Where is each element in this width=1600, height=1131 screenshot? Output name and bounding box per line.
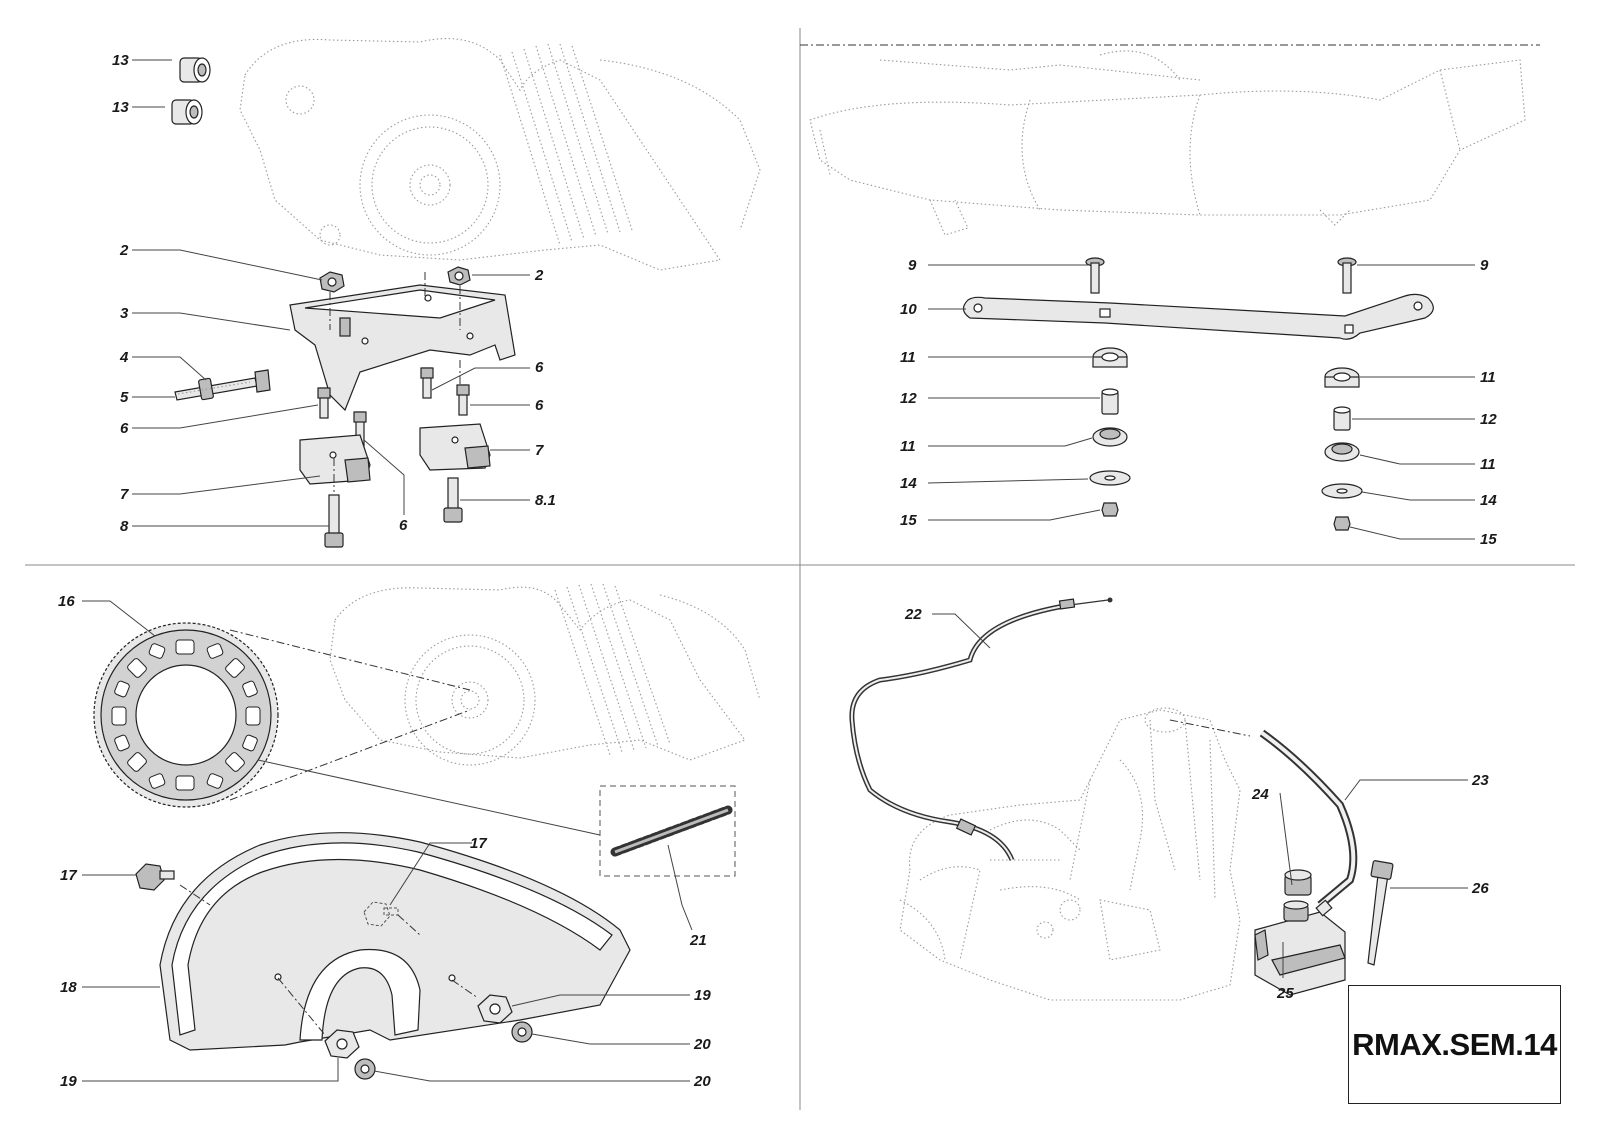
rear-sprocket-16 <box>93 622 279 808</box>
bolt-9-left <box>1085 257 1105 294</box>
plate-7-left <box>299 434 371 485</box>
callout-23: 23 <box>1471 772 1489 789</box>
callout-3: 3 <box>120 305 129 322</box>
callout-13-upper: 13 <box>112 52 129 69</box>
leaders-top-right <box>927 264 1475 540</box>
nut-20-right <box>511 1021 533 1043</box>
callout-11-c: 11 <box>900 438 916 455</box>
chain-guard-18 <box>159 832 631 1051</box>
callout-12-right: 12 <box>1480 411 1497 428</box>
callout-6-c: 6 <box>535 397 544 414</box>
drawing-code-box: RMAX.SEM.14 <box>1348 985 1561 1104</box>
callout-19-right: 19 <box>694 987 711 1004</box>
breather-hose-23 <box>1259 729 1358 909</box>
callout-15-left: 15 <box>900 512 917 529</box>
throttle-cable-22 <box>849 597 1113 862</box>
callout-10: 10 <box>900 301 917 318</box>
chain-21-box <box>599 785 736 877</box>
stack-left <box>1089 347 1131 517</box>
nut-19-right <box>477 994 513 1024</box>
engine-ghost-bottom-right <box>899 707 1241 1001</box>
screw-6-c <box>420 367 434 399</box>
callout-16: 16 <box>58 593 75 610</box>
exhaust-ghost <box>809 50 1526 236</box>
mounting-bar-10 <box>962 293 1434 340</box>
bolt-4-5 <box>174 369 271 401</box>
callout-6-a: 6 <box>120 420 129 437</box>
callout-2-left: 2 <box>119 242 129 259</box>
callout-18: 18 <box>60 979 77 996</box>
callout-14-right: 14 <box>1480 492 1497 509</box>
screw-6-d <box>456 384 470 416</box>
callout-6-d: 6 <box>399 517 408 534</box>
callout-14-left: 14 <box>900 475 917 492</box>
screw-6-a <box>317 387 331 419</box>
callout-8-1: 8.1 <box>535 492 556 509</box>
bolt-17-center <box>363 901 399 927</box>
drawing-code: RMAX.SEM.14 <box>1352 1026 1557 1062</box>
callout-7-left: 7 <box>120 486 129 503</box>
chain-21 <box>610 805 733 857</box>
nut-2-left <box>319 271 345 293</box>
callout-25: 25 <box>1276 985 1294 1002</box>
callout-6-b: 6 <box>535 359 544 376</box>
callout-2-right: 2 <box>534 267 544 284</box>
callout-8: 8 <box>120 518 129 535</box>
bolt-9-right <box>1337 257 1357 294</box>
plate-7-right <box>419 423 491 471</box>
callout-20-left: 20 <box>693 1073 711 1090</box>
callout-17-center: 17 <box>470 835 487 852</box>
callout-9-right: 9 <box>1480 257 1489 274</box>
callout-21: 21 <box>689 932 707 949</box>
bolt-8 <box>324 494 344 548</box>
tank-cap-24 <box>1284 869 1312 896</box>
callout-13-lower: 13 <box>112 99 129 116</box>
callout-11-a: 11 <box>900 349 916 366</box>
engine-ghost-top-left <box>239 38 761 271</box>
callout-19-left: 19 <box>60 1073 77 1090</box>
leaders-bottom-left <box>82 600 693 1082</box>
engine-mount-bracket <box>289 284 516 412</box>
callout-11-d: 11 <box>1480 456 1496 473</box>
nut-19-left <box>324 1029 360 1059</box>
breather-tank-25 <box>1254 899 1346 996</box>
callout-17-left: 17 <box>60 867 77 884</box>
callout-5: 5 <box>120 389 129 406</box>
callout-26: 26 <box>1471 880 1489 897</box>
spacer-13-lower <box>171 99 203 125</box>
bolt-17-left <box>135 863 175 891</box>
callout-12-left: 12 <box>900 390 917 407</box>
nut-2-right <box>447 266 471 286</box>
engine-ghost-bottom-left <box>329 583 761 766</box>
callout-9-left: 9 <box>908 257 917 274</box>
callout-15-right: 15 <box>1480 531 1497 548</box>
leaders-bottom-right <box>932 613 1468 978</box>
callout-22: 22 <box>904 606 922 623</box>
bolt-8-1 <box>443 477 463 523</box>
nut-20-left <box>354 1058 376 1080</box>
callout-4: 4 <box>119 349 129 366</box>
callout-11-b: 11 <box>1480 369 1496 386</box>
spacer-13-upper <box>179 57 211 83</box>
cable-tie-26 <box>1367 860 1394 966</box>
callout-24: 24 <box>1251 786 1269 803</box>
callout-7-right: 7 <box>535 442 544 459</box>
stack-right <box>1321 367 1363 531</box>
leaders-top-left <box>132 59 530 527</box>
callout-20-right: 20 <box>693 1036 711 1053</box>
